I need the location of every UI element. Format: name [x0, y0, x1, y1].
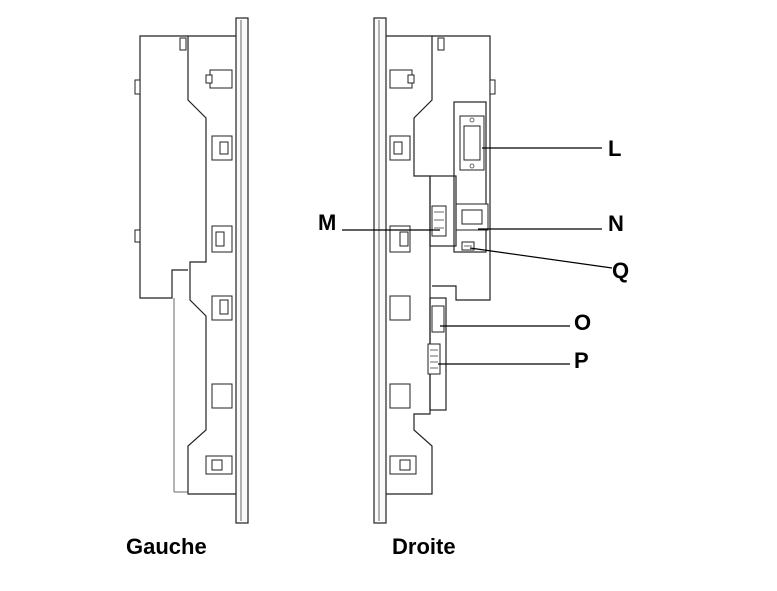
- left-clip-3: [211, 225, 233, 253]
- right-clip-6: [389, 455, 417, 475]
- right-housing: [386, 35, 433, 495]
- usb-port: [461, 241, 475, 251]
- serial-port: [459, 115, 485, 171]
- right-clip-3: [389, 225, 411, 253]
- right-clip-4: [389, 295, 411, 321]
- right-clip-2: [389, 135, 411, 161]
- callout-P: P: [574, 348, 589, 373]
- connector-panel: [453, 101, 487, 253]
- leader-Q: [469, 247, 613, 269]
- left-clip-5: [211, 383, 233, 409]
- callout-M: M: [318, 210, 336, 235]
- right-rear-box: [432, 35, 491, 301]
- right-clip-1: [389, 69, 415, 89]
- callout-L: L: [608, 136, 621, 161]
- left-clip-6: [205, 455, 233, 475]
- left-rear-box: [139, 35, 188, 299]
- callout-Q: Q: [612, 258, 629, 283]
- ethernet-port: [455, 203, 489, 231]
- right-side-view: [373, 17, 496, 524]
- left-front-bezel: [235, 17, 249, 524]
- caption-right: Droite: [392, 534, 456, 559]
- left-housing: [187, 35, 236, 495]
- callout-O: O: [574, 310, 591, 335]
- left-clip-1: [205, 69, 233, 89]
- card-slot-module: [427, 297, 447, 411]
- left-clip-4: [211, 295, 233, 321]
- left-clip-2: [211, 135, 233, 161]
- caption-left: Gauche: [126, 534, 207, 559]
- side-module: [429, 175, 457, 247]
- right-clip-5: [389, 383, 411, 409]
- left-side-view: [134, 17, 249, 524]
- callout-N: N: [608, 211, 624, 236]
- right-front-bezel: [373, 17, 387, 524]
